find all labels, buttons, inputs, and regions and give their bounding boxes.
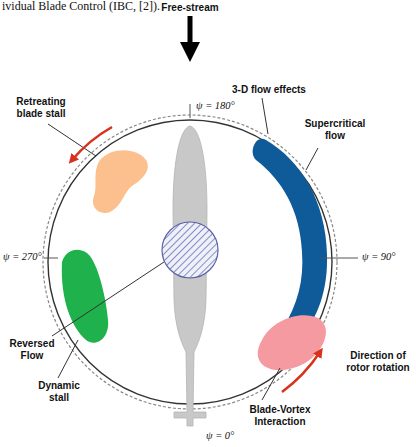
- region-label: Supercritical flow: [300, 118, 370, 141]
- free-stream-arrow: [188, 16, 193, 52]
- azimuth-label: ψ = 180°: [196, 100, 235, 112]
- tick: [190, 104, 191, 118]
- supercritical-flow-region: [253, 139, 327, 342]
- tick: [44, 258, 58, 259]
- cropped-caption: ividual Blade Control (IBC, [2]).: [2, 0, 160, 14]
- leader-line: [58, 340, 78, 378]
- tick: [322, 258, 358, 259]
- rotation-arrow: [72, 127, 112, 160]
- region-label: Dynamic stall: [28, 380, 90, 403]
- region-label: Reversed Flow: [4, 338, 60, 361]
- annotation-label: Direction of rotor rotation: [343, 350, 413, 373]
- region-label: 3-D flow effects: [232, 84, 306, 96]
- dynamic-stall-region: [62, 250, 108, 343]
- region-label: Blade-Vortex Interaction: [240, 404, 320, 427]
- flow-label: Free-stream: [140, 2, 240, 14]
- leader-line: [262, 368, 280, 400]
- leader-line: [262, 98, 268, 134]
- reversed-flow-region: [162, 222, 218, 278]
- azimuth-label: ψ = 0°: [206, 430, 234, 442]
- region-label: Retreating blade stall: [6, 96, 76, 119]
- leader-line: [306, 148, 318, 170]
- bvi-region: [258, 315, 326, 370]
- leader-line: [52, 262, 164, 336]
- azimuth-label: ψ = 90°: [362, 251, 396, 263]
- leader-line: [48, 124, 96, 156]
- azimuth-label: ψ = 270°: [3, 251, 42, 263]
- retreating-blade-stall-region: [93, 150, 148, 213]
- rotation-arrow: [282, 352, 320, 392]
